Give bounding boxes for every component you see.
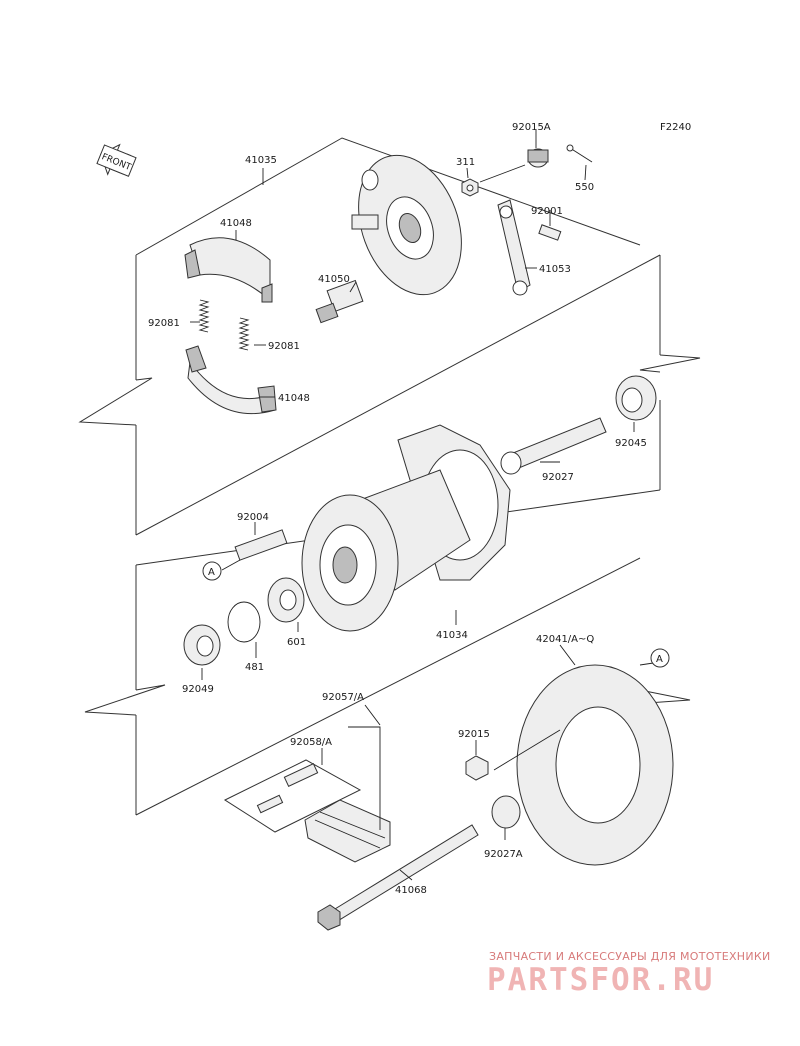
label-92081-left: 92081 [148,318,180,329]
brake-lever [497,199,531,296]
figure-code: F2240 [660,122,691,133]
label-601: 601 [287,637,306,648]
label-41035: 41035 [245,155,277,166]
brake-spring-right [238,317,250,351]
label-41048-lower: 41048 [278,393,310,404]
drive-chain [304,799,391,863]
marker-a-left: A [202,561,222,581]
pin-550 [566,144,593,163]
label-92058: 92058/A [290,737,332,748]
label-550: 550 [575,182,594,193]
label-41050: 41050 [318,274,350,285]
label-41048-upper: 41048 [220,218,252,229]
label-92081-right: 92081 [268,341,300,352]
oil-seal-92049 [183,624,221,666]
rear-hub [301,424,511,632]
collar-92027A [491,795,521,829]
marker-a-right-label: A [656,654,663,665]
brake-cam [315,279,364,324]
label-92045: 92045 [615,438,647,449]
label-41068: 41068 [395,885,427,896]
label-92027: 92027 [542,472,574,483]
label-41053: 41053 [539,264,571,275]
joint-92015A [527,148,549,168]
nut-311 [461,178,479,197]
marker-a-left-label: A [208,567,215,578]
bearing-92045 [615,375,657,421]
watermark-logo: PARTSFOR.RU [487,962,715,998]
label-311: 311 [456,157,475,168]
lever-bolt [538,224,562,241]
label-41034: 41034 [436,630,468,641]
brake-panel [351,154,462,296]
label-92057: 92057/A [322,692,364,703]
label-92049: 92049 [182,684,214,695]
label-42041: 42041/A~Q [536,634,594,645]
brake-shoe-upper [184,237,273,303]
marker-a-right: A [650,648,670,668]
circlip-481 [227,601,261,643]
brake-shoe-lower [185,345,277,415]
label-92001: 92001 [531,206,563,217]
label-92027A: 92027A [484,849,523,860]
part-labels: 41035 41048 92081 92081 41048 41050 9201… [148,122,647,896]
rear-sprocket [516,664,674,866]
nut-92015 [465,755,489,781]
label-92004: 92004 [237,512,269,523]
collar-92004 [234,529,288,561]
bearing-601 [267,577,305,623]
label-92015: 92015 [458,729,490,740]
label-92015A: 92015A [512,122,551,133]
spacer-92027 [500,417,607,475]
master-link-kit [223,759,362,833]
label-481: 481 [245,662,264,673]
brake-panel-group-frame [78,137,701,536]
front-direction-arrow: FRONT [96,143,137,177]
watermark-tagline: ЗАПЧАСТИ И АКСЕССУАРЫ ДЛЯ МОТОТЕХНИКИ [489,950,771,963]
brake-spring-left [198,299,210,333]
